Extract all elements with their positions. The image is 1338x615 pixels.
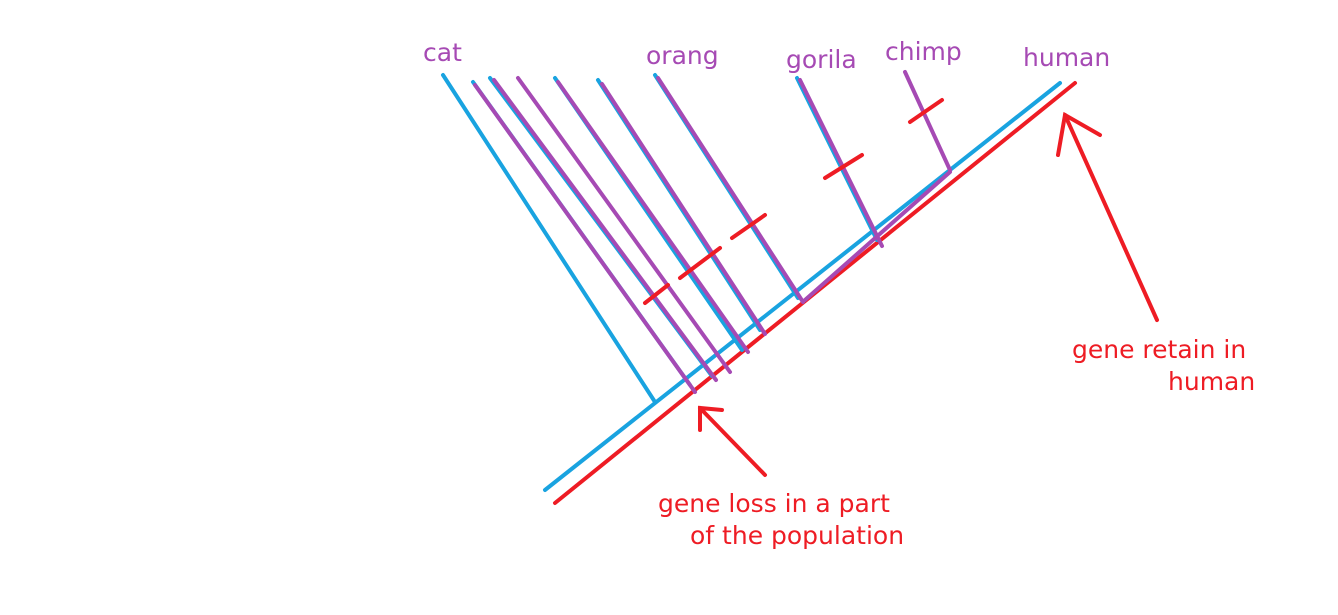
main-branch-blue [543,81,1062,492]
loss-mark-1 [643,283,670,305]
branch-2-purple [492,78,718,382]
chimp-branch [903,70,952,172]
loss-mark-2 [678,246,722,280]
branch-4-purple [556,80,750,354]
orang-branch-purple [656,76,805,304]
loss-note-line2: of the population [690,521,905,550]
purple-stem [803,170,952,302]
retain-note-line2: human [1168,367,1256,396]
label-human: human [1023,43,1111,72]
loss-mark-chimp [908,98,944,124]
arrow-icon [1056,111,1159,322]
label-chimp: chimp [885,37,962,66]
label-cat: cat [423,38,462,67]
gorila-branch-purple [798,78,884,248]
cat-branch [441,73,657,404]
loss-note-line1: gene loss in a part [658,489,890,518]
branch-3 [516,76,732,374]
loss-mark-gorila [823,153,864,180]
label-gorila: gorila [786,45,857,74]
branch-5-purple [600,82,767,336]
retain-note-line1: gene retain in [1072,335,1247,364]
arrow-icon [698,405,767,477]
loss-mark-3 [730,213,767,240]
branch-1-purple [473,83,697,394]
label-orang: orang [646,41,719,70]
